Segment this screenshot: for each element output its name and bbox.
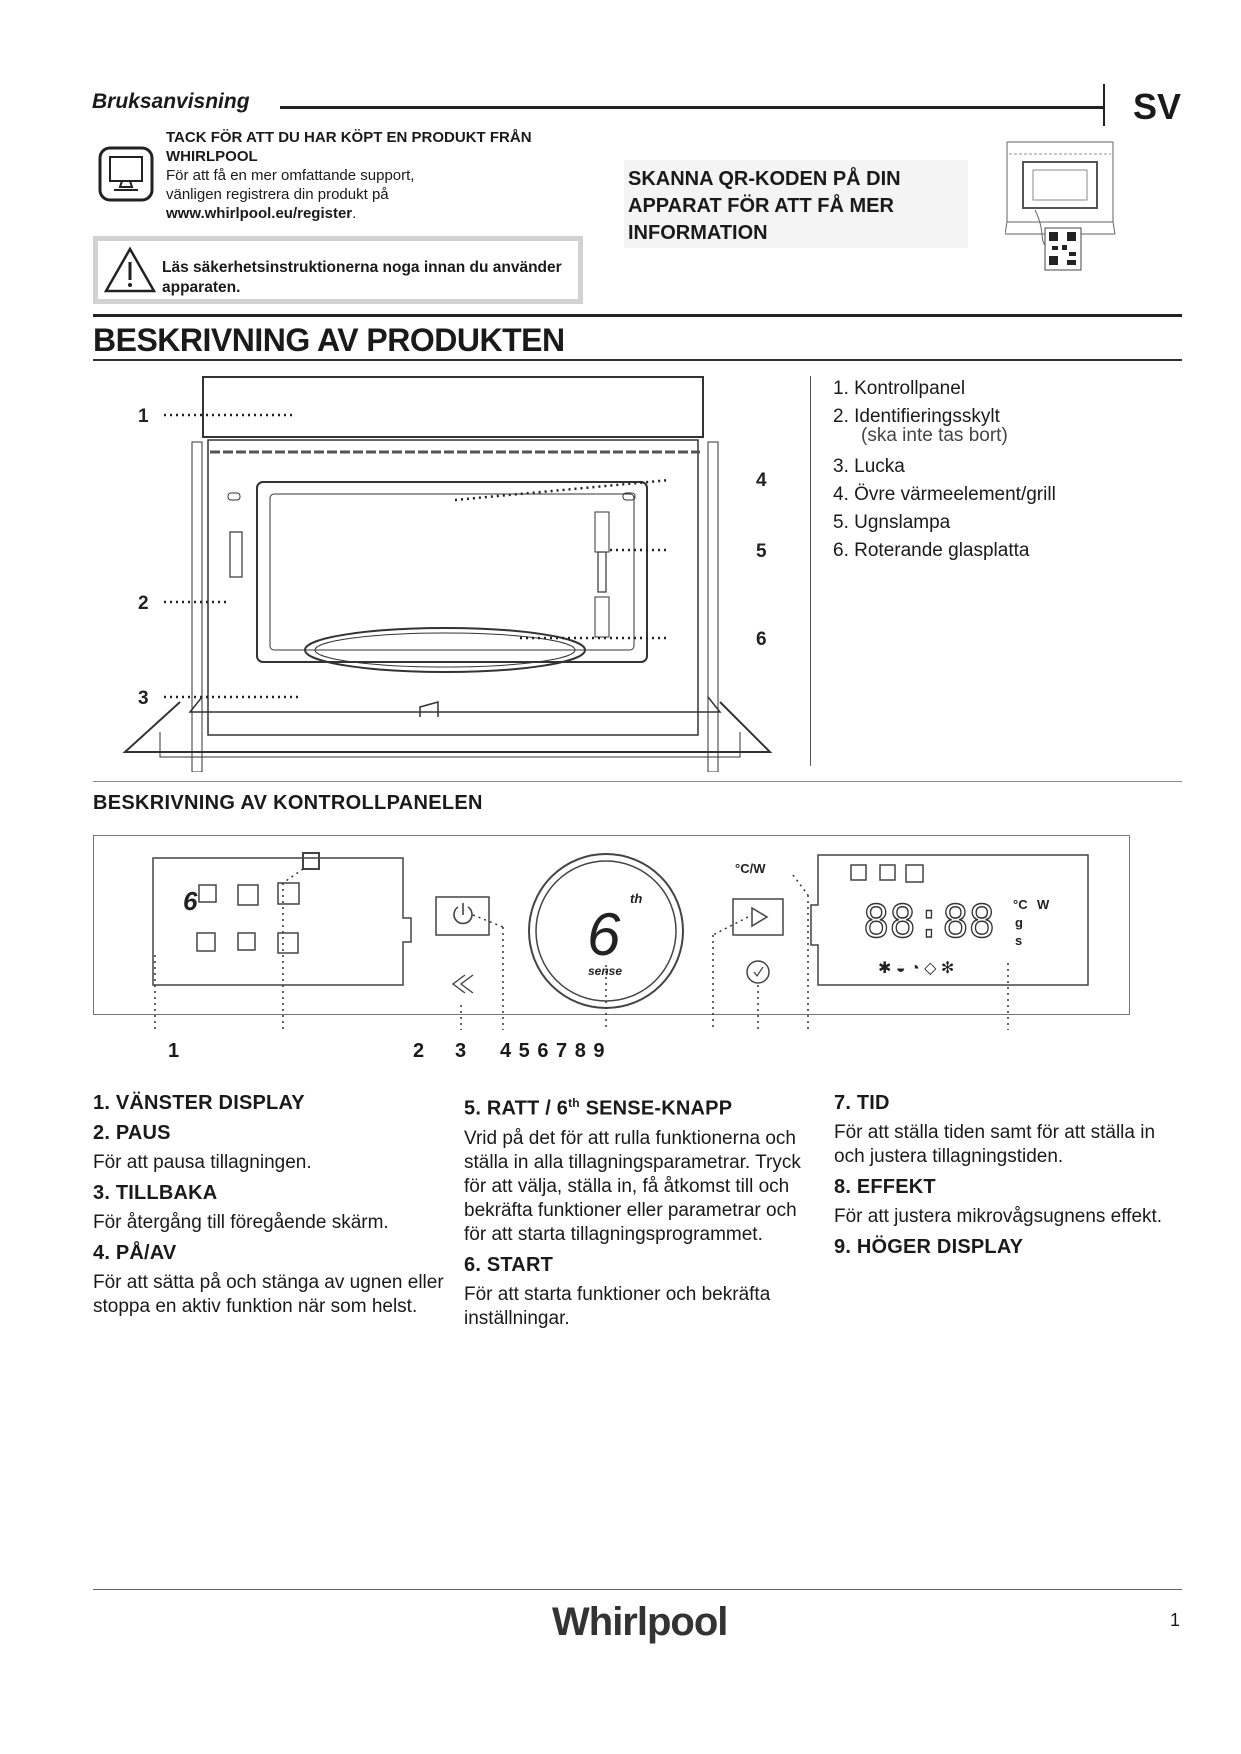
header-divider <box>1103 84 1105 126</box>
safety-warning-box <box>93 236 583 304</box>
s6-text: För att starta funktioner och bekräfta i… <box>464 1283 771 1329</box>
s4-title: 4. PÅ/AV <box>93 1242 177 1264</box>
s7-title: 7. TID <box>834 1092 890 1114</box>
part-note: (ska inte tas bort) <box>861 425 1008 446</box>
manual-title: Bruksanvisning <box>92 90 250 113</box>
s8-text: För att justera mikrovågsugnens effekt. <box>834 1206 1163 1227</box>
s2-text: För att pausa tillagningen. <box>93 1152 312 1173</box>
s4-text: För att sätta på och stänga av ugnen ell… <box>93 1272 444 1317</box>
part-item: 1. Kontrollpanel <box>833 378 966 399</box>
unit-c: °C <box>1013 897 1028 912</box>
s5-title-sup: th <box>568 1096 580 1110</box>
punct: . <box>352 205 357 222</box>
product-heading: BESKRIVNING AV PRODUKTEN <box>93 322 565 358</box>
part-item: 4. Övre värmeelement/grill <box>833 484 1056 505</box>
column-3: 7. TID För att ställa tiden samt för att… <box>834 1085 1184 1265</box>
callout-2: 2 <box>138 593 149 614</box>
knob-number: 6 <box>587 901 621 968</box>
control-panel-diagram <box>93 835 1130 1015</box>
panel-callout-3: 3 <box>455 1040 467 1062</box>
thanks-line1: För att få en mer omfattande support, <box>166 167 415 184</box>
safety-warning-text: Läs säkerhetsinstruktionerna noga innan … <box>162 259 562 296</box>
s5-title-a: 5. RATT / 6 <box>464 1097 569 1120</box>
knob-sub: sense <box>588 964 622 978</box>
section-rule <box>93 359 1182 361</box>
whirlpool-logo: Whirlpool <box>552 1600 728 1644</box>
unit-w: W <box>1037 897 1050 912</box>
control-panel-strip <box>202 376 704 438</box>
column-2: 5. RATT / 6th SENSE-KNAPP Vrid på det fö… <box>464 1085 819 1333</box>
power-button <box>435 896 490 936</box>
column-1: 1. VÄNSTER DISPLAY 2. PAUS För att pausa… <box>93 1085 453 1321</box>
control-panel-drawing: 6 °C/W 6 th sense 88:88 °C W g s ✱ ◒ ◔ ◇… <box>152 852 1089 1030</box>
s6-title: 6. START <box>464 1253 554 1276</box>
callout-6: 6 <box>756 629 767 650</box>
qr-info: SKANNA QR-KODEN PÅ DIN APPARAT FÖR ATT F… <box>624 160 968 248</box>
warning-icon <box>104 246 156 293</box>
part-item: 6. Roterande glasplatta <box>833 540 1030 561</box>
back-button <box>451 974 474 994</box>
thanks-line2: vänligen registrera din produkt på <box>166 186 389 203</box>
right-display <box>810 854 1089 986</box>
callout-1: 1 <box>138 406 149 427</box>
header-rule <box>280 106 1103 109</box>
register-notice: TACK FÖR ATT DU HAR KÖPT EN PRODUKT FRÅN… <box>166 128 586 223</box>
s3-title: 3. TILLBAKA <box>93 1182 218 1204</box>
panel-callout-2: 2 <box>413 1040 425 1062</box>
callout-4: 4 <box>756 470 767 491</box>
footer-rule <box>93 1589 1182 1590</box>
s9-title: 9. HÖGER DISPLAY <box>834 1236 1024 1258</box>
section-rule <box>93 781 1182 782</box>
knob-sup: th <box>630 891 642 906</box>
food-icons: ✱ ◒ ◔ ◇ ✻ <box>878 960 954 977</box>
oven-diagram: 1 2 3 4 5 6 <box>122 376 773 772</box>
callout-3: 3 <box>138 688 149 709</box>
monitor-icon <box>98 146 154 202</box>
digit-display: 88:88 <box>863 896 995 953</box>
s7-text: För att ställa tiden samt för att ställa… <box>834 1122 1156 1167</box>
panel-callout-1: 1 <box>168 1040 180 1062</box>
product-parts-list: 1. Kontrollpanel 2. Identifieringsskylt … <box>833 375 1056 565</box>
unit-label: °C/W <box>735 861 766 876</box>
part-item: 5. Ugnslampa <box>833 512 951 533</box>
unit-g: g <box>1015 915 1023 930</box>
s2-title: 2. PAUS <box>93 1122 171 1144</box>
callout-5: 5 <box>756 541 767 562</box>
s1-title: 1. VÄNSTER DISPLAY <box>93 1092 305 1114</box>
thanks-heading: TACK FÖR ATT DU HAR KÖPT EN PRODUKT FRÅN… <box>166 129 532 165</box>
pause-button <box>302 852 320 870</box>
section-rule <box>93 314 1182 317</box>
language-code: SV <box>1133 86 1182 127</box>
s3-text: För återgång till föregående skärm. <box>93 1212 389 1233</box>
unit-s: s <box>1015 933 1022 948</box>
page-number: 1 <box>1170 1610 1181 1630</box>
s8-title: 8. EFFEKT <box>834 1176 936 1198</box>
clock-icon <box>746 960 770 984</box>
panel-callout-4-9: 4 5 6 7 8 9 <box>500 1040 606 1062</box>
divider <box>810 376 811 766</box>
control-panel-heading: BESKRIVNING AV KONTROLLPANELEN <box>93 792 483 814</box>
part-item: 2. Identifieringsskylt <box>833 406 1000 427</box>
s5-title-b: SENSE-KNAPP <box>579 1097 733 1120</box>
part-item: 3. Lucka <box>833 456 905 477</box>
register-link[interactable]: www.whirlpool.eu/register <box>166 205 353 222</box>
start-button <box>732 898 784 936</box>
oven-qr-illustration <box>1005 141 1116 271</box>
sense-logo-small: 6 <box>183 886 198 916</box>
left-display <box>152 857 412 986</box>
s5-text: Vrid på det för att rulla funktionerna o… <box>464 1127 801 1245</box>
s5-title: 5. RATT / 6th SENSE-KNAPP <box>464 1091 819 1121</box>
